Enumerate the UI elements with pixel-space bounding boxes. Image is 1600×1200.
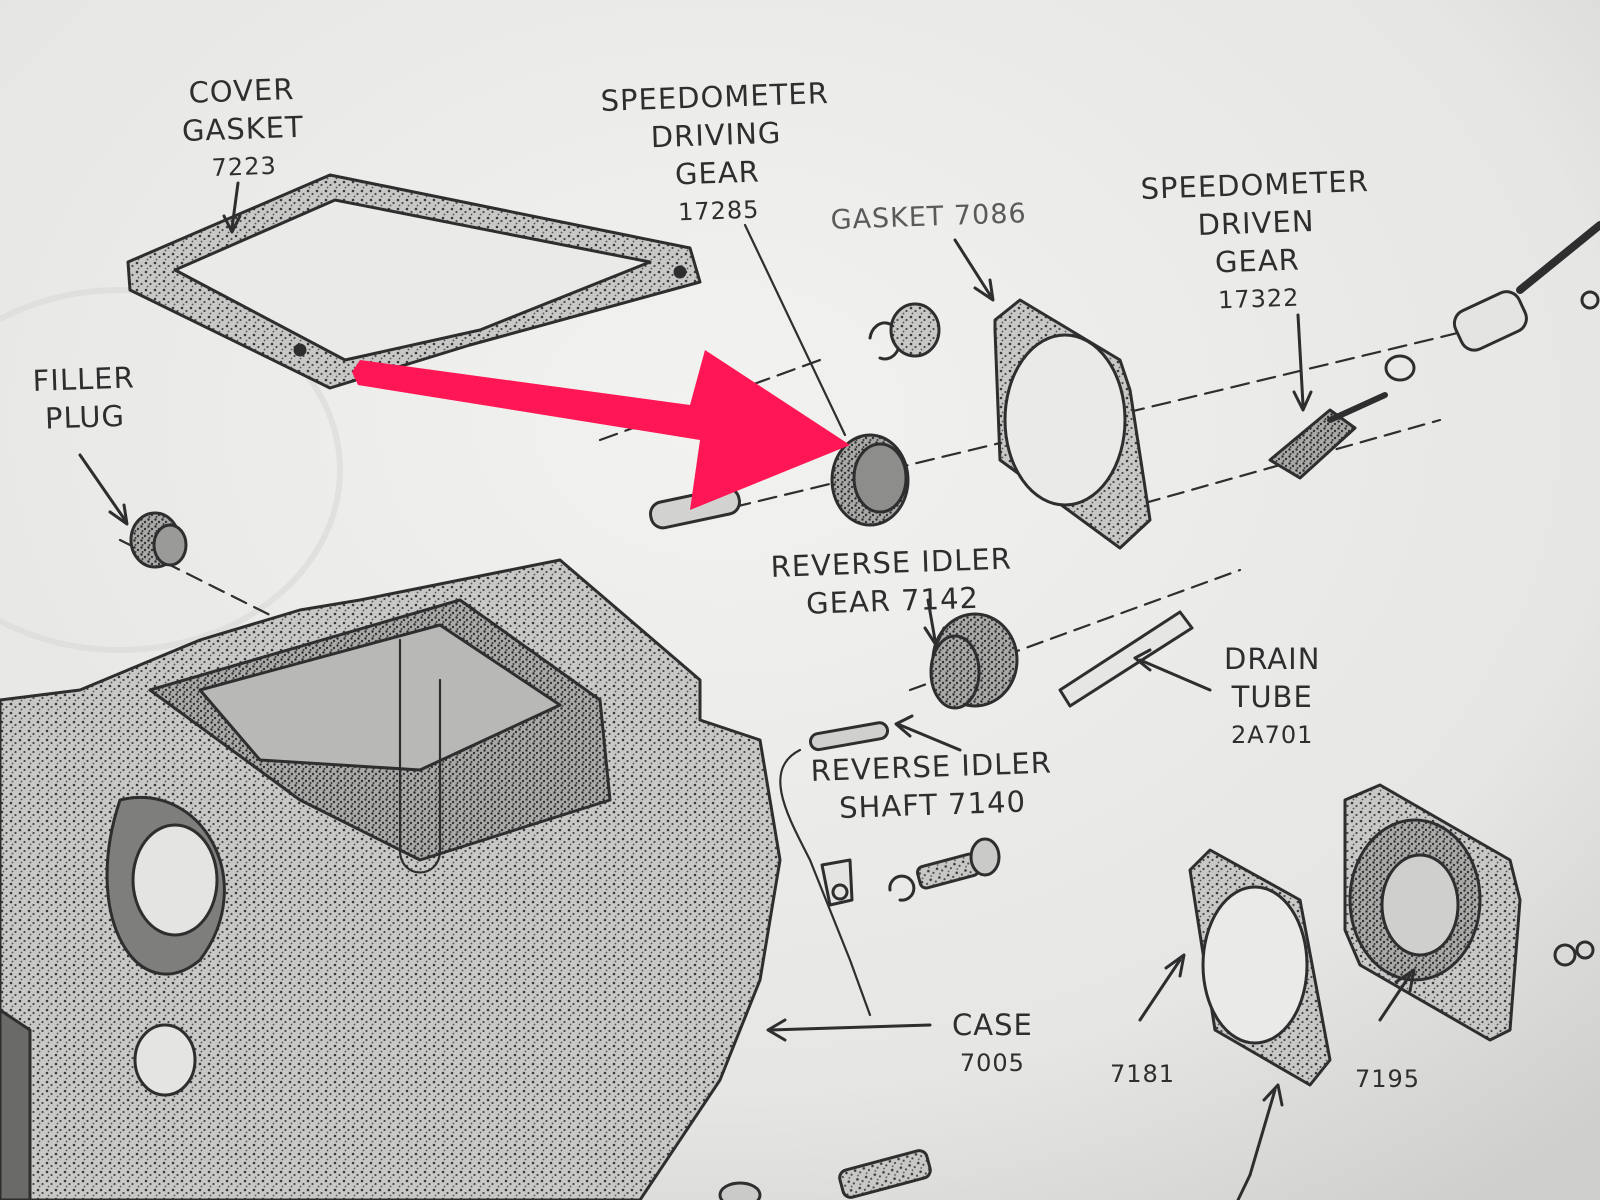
speedometer-driving-gear	[830, 302, 941, 527]
cover-gasket	[126, 173, 702, 390]
annotation-arrow	[352, 350, 850, 510]
filler-plug	[129, 511, 188, 569]
gasket-7181	[1188, 848, 1332, 1087]
lock-bolt	[888, 837, 1001, 902]
label-filler-plug: FILLER PLUG	[32, 360, 136, 436]
gasket-7086	[993, 298, 1152, 550]
label-case: CASE 7005	[952, 1008, 1033, 1077]
label-part-7181: 7181	[1110, 1060, 1176, 1088]
reverse-idler-gear	[929, 612, 1019, 710]
label-reverse-idler-shaft: REVERSE IDLER SHAFT 7140	[810, 745, 1053, 826]
label-speedometer-driven-gear: SPEEDOMETER DRIVEN GEAR 17322	[1140, 164, 1370, 315]
speedometer-driven-gear	[1268, 221, 1600, 480]
label-cover-gasket: COVER GASKET 7223	[181, 72, 305, 182]
label-speedometer-driving-gear: SPEEDOMETER DRIVING GEAR 17285	[600, 76, 830, 227]
label-drain-tube: DRAIN TUBE 2A701	[1224, 642, 1321, 749]
label-gasket-7086: GASKET 7086	[830, 198, 1028, 236]
label-reverse-idler-gear: REVERSE IDLER GEAR 7142	[770, 541, 1013, 621]
bottom-bolts	[718, 1149, 932, 1200]
reverse-idler-shaft	[779, 721, 890, 1017]
extension-housing-7195	[1343, 783, 1595, 1042]
transmission-case	[0, 558, 782, 1200]
drain-tube	[1058, 610, 1194, 708]
leader-lines	[78, 181, 1416, 1200]
label-part-7195: 7195	[1355, 1065, 1421, 1093]
